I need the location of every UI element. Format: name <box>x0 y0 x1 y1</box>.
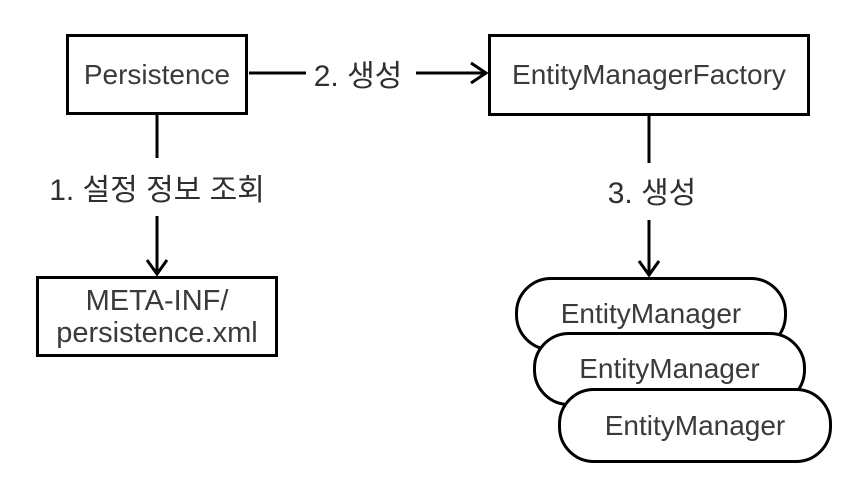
entity-manager-node-2-label: EntityManager <box>579 353 760 384</box>
entity-manager-node-3-label: EntityManager <box>604 409 786 441</box>
edge-label-lookup-config: 1. 설정 정보 조회 <box>49 174 265 207</box>
entity-manager-factory-node-label: EntityManagerFactory <box>512 59 786 90</box>
meta-inf-persistence-xml-node: META-INF/ persistence.xml <box>36 276 278 357</box>
edge-label-create-factory: 2. 생성 <box>313 60 403 93</box>
arrow-factory-to-manager-head <box>637 220 661 278</box>
meta-inf-node-line1: META-INF/ <box>85 284 229 317</box>
entity-manager-factory-node: EntityManagerFactory <box>488 34 810 116</box>
meta-inf-node-line2: persistence.xml <box>56 316 258 349</box>
persistence-node-label: Persistence <box>83 58 231 90</box>
entity-manager-node-1-label: EntityManager <box>560 298 742 329</box>
arrow-persistence-to-factory-head <box>416 61 489 85</box>
edge-label-create-manager: 3. 생성 <box>607 177 697 210</box>
arrow-persistence-to-metainf-head <box>145 216 169 277</box>
entity-manager-node-3: EntityManager <box>558 388 832 463</box>
persistence-node: Persistence <box>66 34 248 115</box>
